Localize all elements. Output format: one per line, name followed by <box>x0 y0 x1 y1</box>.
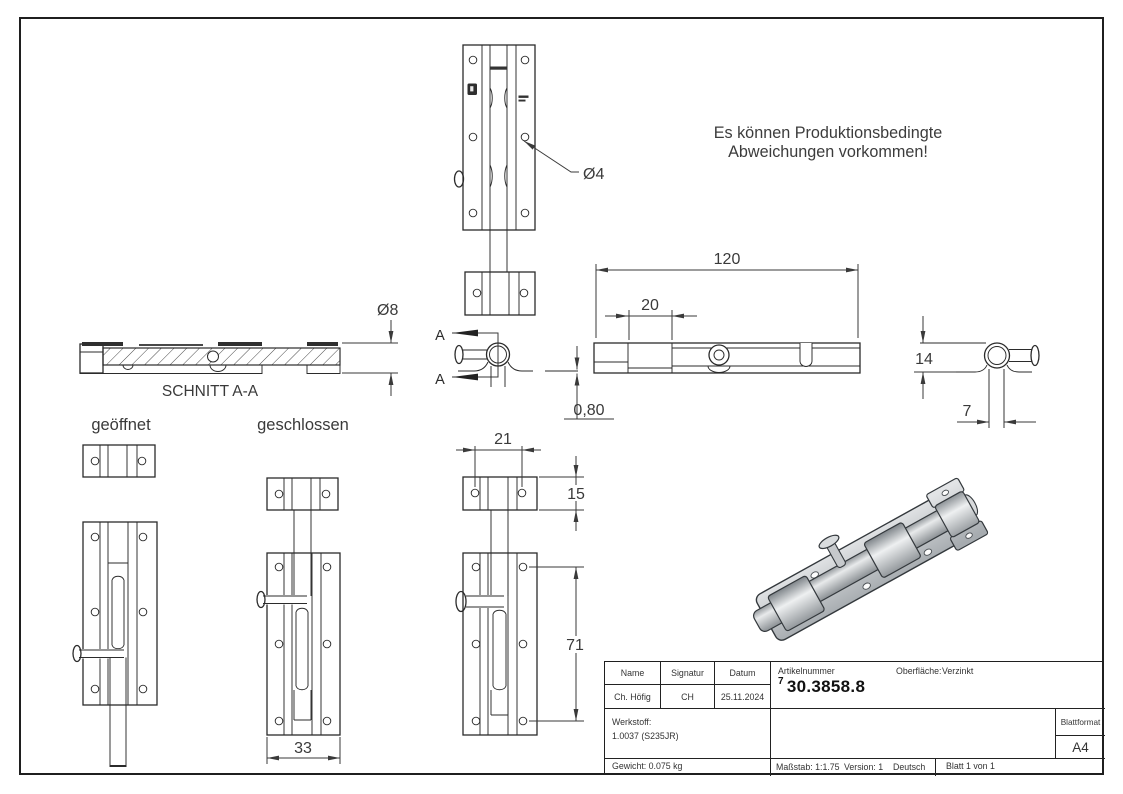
view-closed-dimensioned: 21 15 71 <box>455 431 589 736</box>
tb-date-label: Datum <box>715 662 771 685</box>
view-side-elevation: 120 20 <box>593 251 861 374</box>
cut-letter-bottom: A <box>435 372 445 388</box>
note-line1: Es können Produktionsbedingte <box>714 124 943 142</box>
tb-version: Version: 1 <box>844 762 884 772</box>
cut-letter-top: A <box>435 328 445 344</box>
drawing-frame <box>19 17 1104 775</box>
tb-surface-value: Verzinkt <box>942 666 974 676</box>
dim-thickness: 0,80 <box>573 402 604 419</box>
view-cut-indicator: A A 0,80 <box>435 328 614 420</box>
dim-71: 71 <box>566 637 584 654</box>
dim-21: 21 <box>494 431 512 448</box>
title-block: Name Signatur Datum Ch. Höfig CH 25.11.2… <box>604 661 1105 776</box>
tb-signature-value: CH <box>661 685 715 709</box>
dim-33: 33 <box>294 740 312 757</box>
tb-language: Deutsch <box>893 762 926 772</box>
dim-dia4: Ø4 <box>583 166 604 183</box>
tb-signature-label: Signatur <box>661 662 715 685</box>
section-label: SCHNITT A-A <box>162 383 259 400</box>
note-line2: Abweichungen vorkommen! <box>728 143 928 161</box>
tb-material-cell: Werkstoff: 1.0037 (S235JR) <box>605 709 771 759</box>
tb-article-label: Artikelnummer <box>778 666 835 676</box>
dim-120: 120 <box>714 251 741 268</box>
tb-surface-label: Oberfläche: <box>896 666 942 676</box>
view-plan-closed: Ø4 <box>453 44 604 316</box>
view-open: geöffnet <box>72 416 158 767</box>
tb-empty-cell <box>771 709 1056 759</box>
view-section-aa: Ø8 SCHNITT A-A <box>79 302 398 400</box>
closed-label: geschlossen <box>257 416 349 434</box>
tb-scale-cell: Maßstab: 1:1.75 Version: 1 Deutsch <box>771 759 936 776</box>
tb-scale: Maßstab: 1:1.75 <box>776 762 840 772</box>
tb-date-value: 25.11.2024 <box>715 685 771 709</box>
production-note: Es können Produktionsbedingte Abweichung… <box>714 124 943 161</box>
dim-dia8: Ø8 <box>377 302 398 319</box>
latch-mark <box>490 66 507 70</box>
tb-material-label: Werkstoff: <box>612 717 652 727</box>
tb-name-value: Ch. Höfig <box>605 685 661 709</box>
tb-weight: Gewicht: 0.075 kg <box>605 759 771 776</box>
open-label: geöffnet <box>91 416 151 434</box>
tb-format-label: Blattformat <box>1056 709 1105 736</box>
dim-15: 15 <box>567 486 585 503</box>
view-end: 14 7 <box>914 316 1040 428</box>
tb-material-value: 1.0037 (S235JR) <box>612 731 679 741</box>
engraving-mark <box>518 99 526 102</box>
tb-sheet: Blatt 1 von 1 <box>946 761 995 771</box>
dim-14: 14 <box>915 351 933 368</box>
model-3d-view <box>753 477 989 641</box>
engraving-mark <box>518 95 529 98</box>
dim-7: 7 <box>963 403 972 420</box>
tb-name-label: Name <box>605 662 661 685</box>
dim-20: 20 <box>641 297 659 314</box>
view-closed: geschlossen <box>256 416 349 764</box>
tb-format-value: A4 <box>1056 736 1105 759</box>
